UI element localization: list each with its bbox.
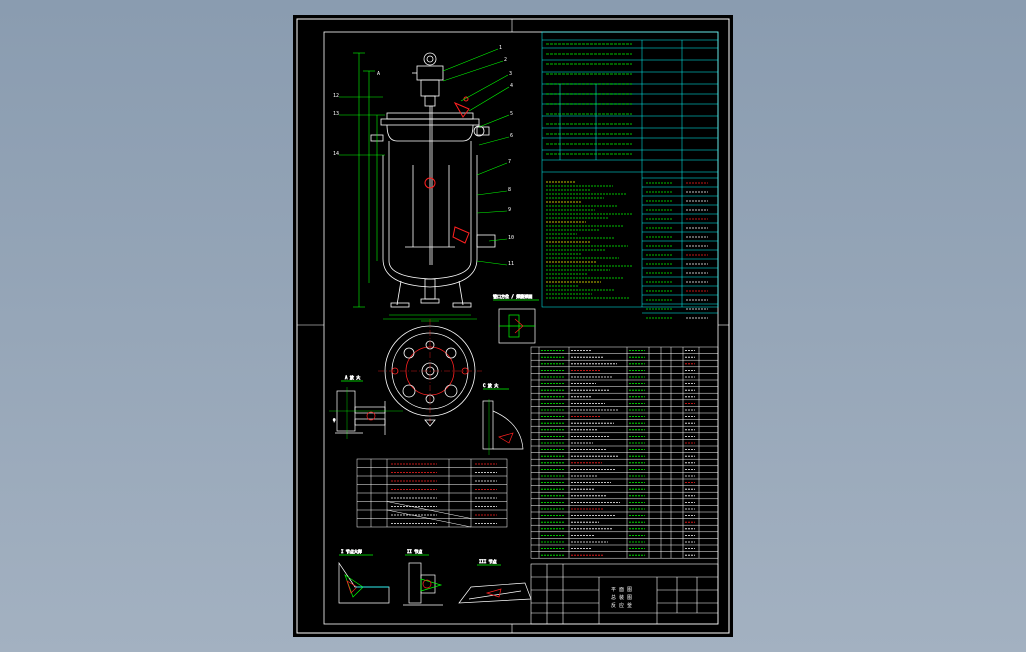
weld-detail-2: II 节点 [403,548,443,606]
svg-text:C 放 大: C 放 大 [483,382,498,388]
svg-text:管口方位 / 焊接详图: 管口方位 / 焊接详图 [493,293,532,299]
title-line-1: 平 面 图 [611,587,632,593]
parts-list-table [530,346,719,559]
svg-text:φ: φ [333,417,336,422]
svg-text:A 放 大: A 放 大 [345,374,360,380]
svg-text:5: 5 [510,111,513,117]
nozzle-table [356,458,508,528]
design-data-table [541,31,719,319]
svg-text:3: 3 [509,71,512,77]
svg-text:12: 12 [333,93,339,99]
svg-text:III 节点: III 节点 [479,558,497,564]
title-line-3: 反 应 釜 [611,602,632,609]
svg-text:1: 1 [499,45,502,51]
detail-a: A 放 大 φ [329,374,403,439]
vessel-plan-view [378,319,482,427]
svg-text:8: 8 [508,187,511,193]
svg-text:10: 10 [508,235,514,241]
drawing-frame [323,31,719,625]
svg-text:7: 7 [508,159,511,165]
svg-text:II 节点: II 节点 [407,548,422,554]
svg-text:14: 14 [333,151,339,157]
title-block [530,563,719,625]
svg-text:I 节点大样: I 节点大样 [341,548,362,554]
svg-text:2: 2 [504,57,507,63]
svg-text:11: 11 [508,261,514,267]
weld-detail-1: I 节点大样 [338,548,390,604]
detail-b: 管口方位 / 焊接详图 [493,293,539,344]
svg-text:13: 13 [333,111,339,117]
reactor-drawing: 12 3 4 5 6 7 8 9 10 11 12 13 14 A [296,18,730,634]
svg-text:A: A [377,71,380,77]
sheet-border [296,18,730,634]
svg-text:6: 6 [510,133,513,139]
svg-text:9: 9 [508,207,511,213]
title-line-2: 总 装 图 [611,594,632,601]
svg-text:4: 4 [510,83,513,89]
weld-detail-3: III 节点 [458,558,532,604]
vessel-elevation [380,52,480,308]
detail-c: C 放 大 [482,382,524,455]
